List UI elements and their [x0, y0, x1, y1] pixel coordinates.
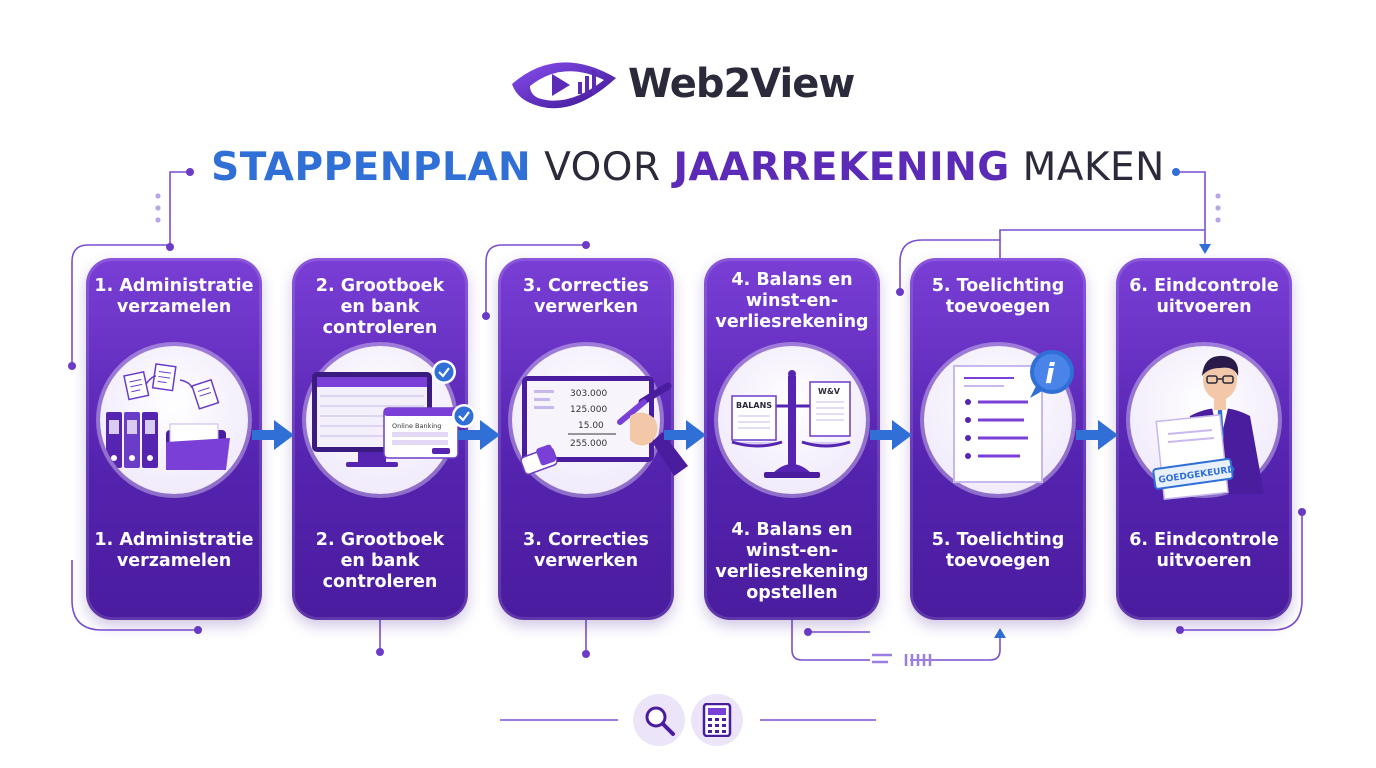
- brand-name: Web2View: [628, 61, 855, 107]
- title-part-4: MAKEN: [1009, 145, 1165, 190]
- step-4-illustration: BALANS W&V: [718, 346, 866, 494]
- flow-arrow-icon: [664, 420, 706, 450]
- step-card-3: 3. Correcties verwerken 303.000 125.000 …: [498, 258, 688, 620]
- online-banking-window-icon: Online Banking: [383, 407, 459, 459]
- page-title: STAPPENPLAN VOOR JAARREKENING MAKEN: [0, 145, 1376, 190]
- folder-icon: [166, 423, 230, 470]
- eye-play-logo-icon: [512, 62, 616, 109]
- wv-label: W&V: [818, 387, 841, 396]
- step-6-illustration: GOEDGEKEURD: [1130, 346, 1278, 500]
- flow-arrow-icon: [870, 420, 912, 450]
- step-3-caption: 3. Correcties verwerken: [523, 530, 649, 571]
- step-card-5: 5. Toelichting toevoegen i 5. Toel: [910, 258, 1086, 620]
- flow-arrow-icon: [458, 420, 500, 450]
- step-3-illustration: 303.000 125.000 15.00 255.000: [512, 346, 688, 494]
- step-1-caption: 1. Administratie verzamelen: [94, 530, 254, 571]
- svg-text:i: i: [1045, 357, 1055, 390]
- approved-document-icon: GOEDGEKEURD: [1152, 414, 1236, 500]
- tablet-icon: 303.000 125.000 15.00 255.000: [522, 376, 654, 462]
- step-3-title: 3. Correcties verwerken: [523, 276, 649, 317]
- title-part-3: JAARREKENING: [673, 145, 1010, 190]
- step-5-caption: 5. Toelichting toevoegen: [931, 530, 1065, 571]
- flow-arrow-icon: [252, 420, 294, 450]
- step-6-title: 6. Eindcontrole uitvoeren: [1129, 276, 1279, 317]
- check-badge-icon: [432, 360, 456, 384]
- step-2-illustration: Online Banking: [306, 346, 476, 494]
- amount-3: 15.00: [578, 421, 604, 431]
- step-1-title: 1. Administratie verzamelen: [94, 276, 254, 317]
- step-4-caption: 4. Balans en winst-en- verliesrekening o…: [715, 520, 869, 603]
- step-1-illustration: [100, 346, 248, 494]
- eraser-icon: [520, 444, 558, 475]
- check-badge-icon: [452, 404, 476, 428]
- title-part-2: VOOR: [531, 145, 674, 190]
- magnifier-icon: [633, 694, 685, 746]
- step-2-title: 2. Grootboek en bank controleren: [315, 276, 445, 338]
- step-card-4: 4. Balans en winst-en- verliesrekening B…: [704, 258, 880, 620]
- step-card-6: 6. Eindcontrole uitvoeren GOEDGEKEURD: [1116, 258, 1292, 620]
- step-6-caption: 6. Eindcontrole uitvoeren: [1129, 530, 1279, 571]
- step-card-1: 1. Administratie verzamelen: [86, 258, 262, 620]
- documents-icon: [123, 363, 220, 410]
- wv-document-icon: W&V: [809, 381, 851, 437]
- document-list-icon: [953, 365, 1043, 483]
- step-5-illustration: i: [924, 346, 1074, 494]
- flow-arrow-icon: [1076, 420, 1118, 450]
- step-4-title: 4. Balans en winst-en- verliesrekening: [715, 270, 869, 332]
- online-banking-label: Online Banking: [392, 422, 441, 430]
- step-5-title: 5. Toelichting toevoegen: [931, 276, 1065, 317]
- pen-hand-icon: [617, 382, 688, 476]
- step-card-2: 2. Grootboek en bank controleren Online …: [292, 258, 476, 620]
- amount-total: 255.000: [570, 439, 607, 449]
- scale-icon: [731, 370, 851, 478]
- binders-icon: [106, 412, 158, 468]
- title-part-1: STAPPENPLAN: [211, 145, 532, 190]
- info-icon: i: [1030, 350, 1074, 398]
- brand-logo: Web2View: [508, 52, 868, 116]
- step-2-caption: 2. Grootboek en bank controleren: [315, 530, 445, 592]
- balans-document-icon: BALANS: [731, 395, 777, 441]
- balans-label: BALANS: [736, 401, 772, 410]
- amount-2: 125.000: [570, 405, 607, 415]
- amount-1: 303.000: [570, 389, 607, 399]
- calculator-icon: [691, 694, 743, 746]
